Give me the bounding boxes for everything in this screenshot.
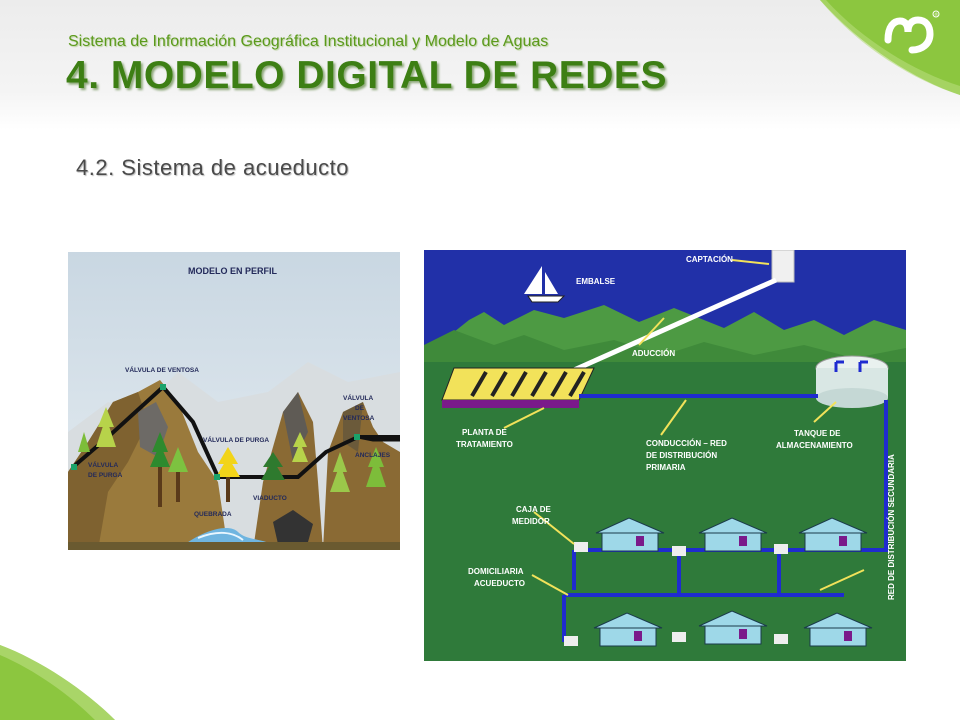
label-aduccion: ADUCCIÓN (632, 349, 675, 358)
label-embalse: EMBALSE (576, 277, 616, 286)
label-viaducto: VIADUCTO (253, 495, 287, 502)
label-captacion: CAPTACIÓN (686, 255, 733, 264)
label-quebrada: QUEBRADA (194, 511, 232, 518)
label-ventosa-right-3: VENTOSA (343, 415, 375, 422)
label-tanque-2: ALMACENAMIENTO (776, 441, 853, 450)
label-planta-1: PLANTA DE (462, 428, 508, 437)
label-domiciliaria-1: DOMICILIARIA (468, 567, 524, 576)
brand-logo-icon: ® (884, 10, 940, 54)
profile-model-figure: MODELO EN PERFIL VÁLVULA DE VENTOSA VÁLV… (68, 252, 400, 550)
label-conduccion-2: DE DISTRIBUCIÓN (646, 451, 717, 460)
label-conduccion-3: PRIMARIA (646, 463, 686, 472)
network-diagram-figure: CAPTACIÓN EMBALSE ADUCCIÓN PLANTA DE TRA… (424, 250, 906, 661)
label-ventosa-right-2: DE (355, 405, 365, 412)
tree-icon (78, 407, 386, 507)
section-title: 4.2. Sistema de acueducto (76, 155, 349, 180)
header-subtitle: Sistema de Información Geográfica Instit… (68, 33, 549, 50)
label-caja-1: CAJA DE (516, 505, 551, 514)
label-planta-2: TRATAMIENTO (456, 440, 513, 449)
label-red-secundaria: RED DE DISTRIBUCIÓN SECUNDARIA (887, 454, 896, 600)
sailboat-icon (524, 266, 566, 303)
label-purga-left-1: VÁLVULA (88, 460, 119, 469)
label-tanque-1: TANQUE DE (794, 429, 841, 438)
label-ventosa-right-1: VÁLVULA (343, 393, 374, 402)
label-caja-2: MEDIDOR (512, 517, 550, 526)
page-title: 4. MODELO DIGITAL DE REDES (66, 54, 667, 97)
label-domiciliaria-2: ACUEDUCTO (474, 579, 525, 588)
label-anclajes: ANCLAJES (355, 452, 391, 459)
label-ventosa-top: VÁLVULA DE VENTOSA (125, 365, 199, 374)
label-purga-mid: VÁLVULA DE PURGA (203, 435, 269, 444)
svg-text:®: ® (935, 11, 939, 17)
label-conduccion-1: CONDUCCIÓN – RED (646, 439, 727, 448)
tank-icon (815, 355, 889, 408)
label-purga-left-2: DE PURGA (88, 472, 123, 479)
profile-title: MODELO EN PERFIL (188, 266, 278, 276)
header-background (0, 0, 960, 130)
